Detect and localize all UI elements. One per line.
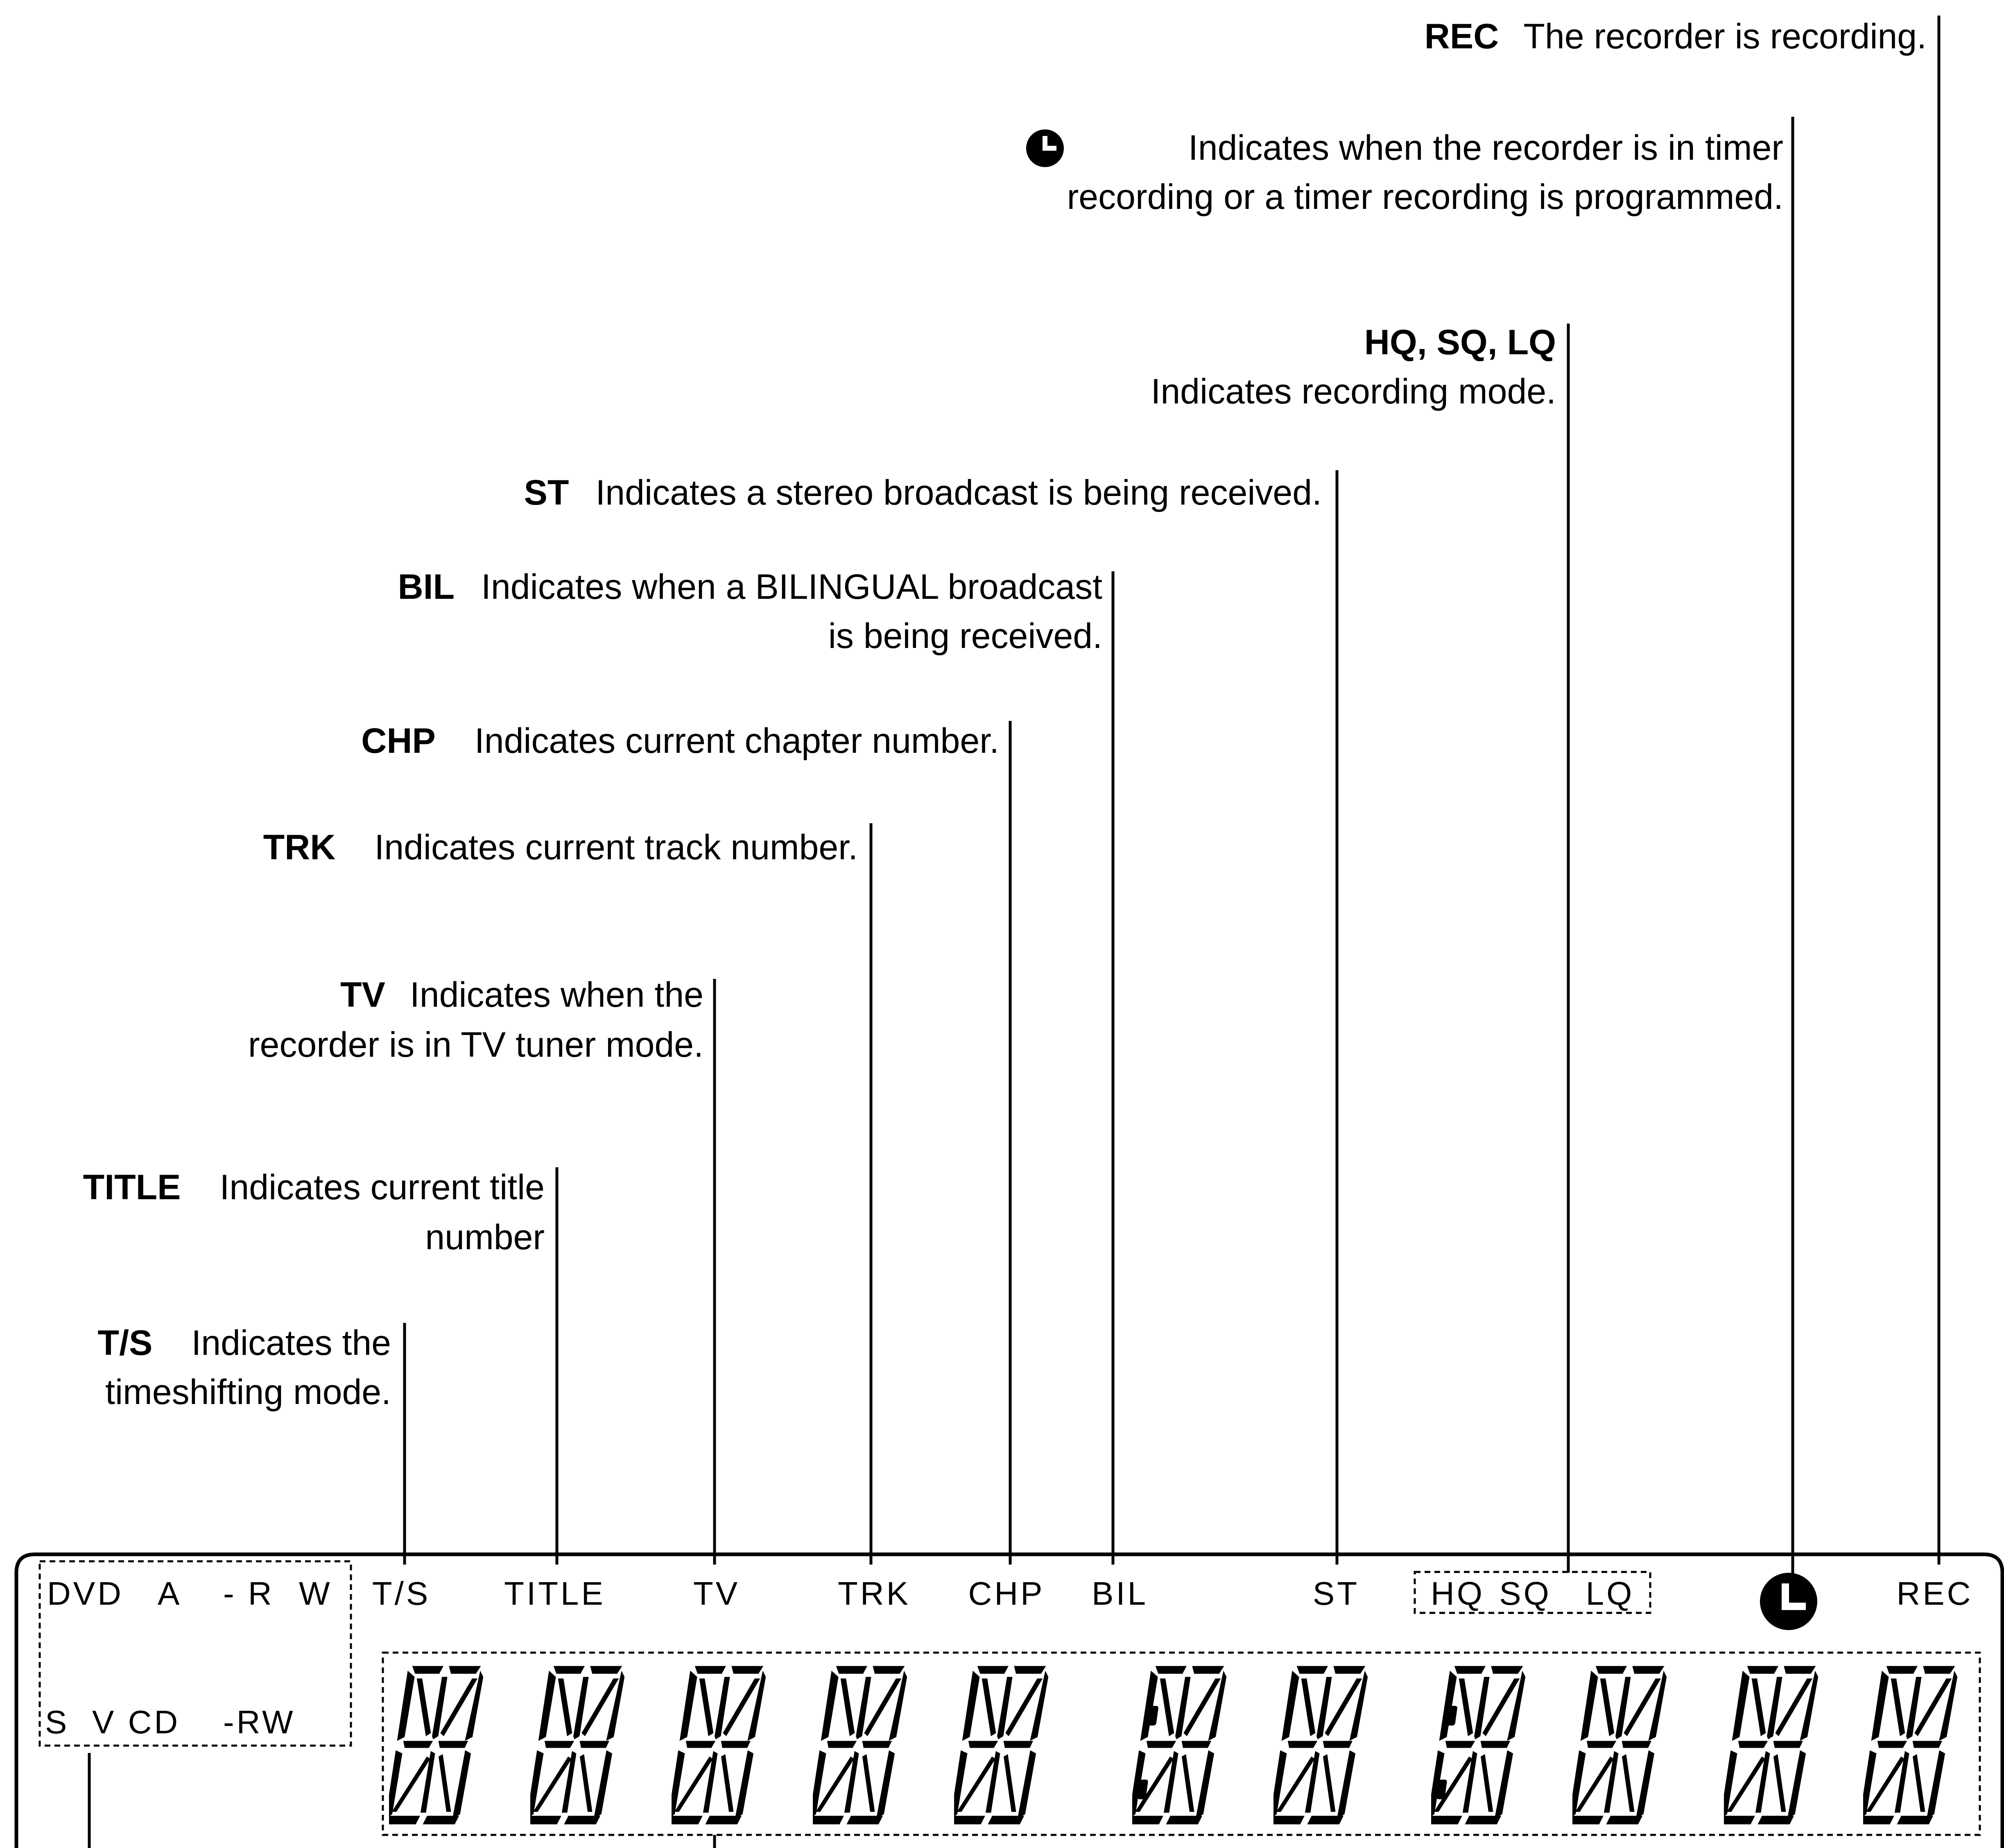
callout-tv-term: TV xyxy=(340,975,385,1015)
segment-digit xyxy=(1273,1666,1368,1825)
callout-title-line2: number xyxy=(425,1218,545,1257)
disc-label-rw: -RW xyxy=(223,1704,295,1740)
segment-digit xyxy=(389,1666,483,1825)
disc-label-r: - R xyxy=(223,1575,274,1612)
disc-label-dvd: DVD xyxy=(47,1575,124,1612)
callout-bil-line2: is being received. xyxy=(828,616,1102,656)
disc-type-labels: DVD A - R W S V CD -RW xyxy=(45,1575,332,1740)
disc-label-a: A xyxy=(158,1575,182,1612)
quality-sq: SQ xyxy=(1499,1575,1552,1612)
callout-title-line1: Indicates current title xyxy=(220,1168,545,1207)
segment-digit xyxy=(530,1666,624,1825)
indicator-rec: REC xyxy=(1897,1575,1973,1612)
segment-digit xyxy=(1863,1666,1957,1825)
segment-digit xyxy=(672,1666,766,1825)
callout-tv-line2: recorder is in TV tuner mode. xyxy=(248,1025,703,1064)
callout-chp: CHP Indicates current chapter number. xyxy=(361,721,999,761)
callout-title: TITLE Indicates current title xyxy=(83,1168,545,1207)
callout-trk-line1: Indicates current track number. xyxy=(374,828,858,867)
callout-st: ST Indicates a stereo broadcast is being … xyxy=(524,473,1322,512)
segment-digit xyxy=(1431,1666,1525,1825)
colon-dot xyxy=(1447,1706,1457,1726)
callout-trk: TRK Indicates current track number. xyxy=(263,828,858,867)
callout-chp-term: CHP xyxy=(361,721,436,761)
colon-dot xyxy=(1148,1706,1158,1726)
segment-digit xyxy=(954,1666,1048,1825)
callout-ts-line2: timeshifting mode. xyxy=(105,1372,391,1412)
callout-title-term: TITLE xyxy=(83,1168,181,1207)
callout-rec: REC The recorder is recording. xyxy=(1425,17,1927,56)
disc-label-w: W xyxy=(299,1575,332,1612)
indicator-ts: T/S xyxy=(372,1575,430,1612)
callout-ts-line1: Indicates the xyxy=(191,1323,391,1363)
callout-timer-line1: Indicates when the recorder is in timer xyxy=(1188,128,1783,168)
callout-tv: TV Indicates when the xyxy=(340,975,703,1015)
quality-mode-labels: HQ SQ LQ xyxy=(1431,1575,1635,1612)
callout-hq-line1: Indicates recording mode. xyxy=(1151,372,1556,411)
callout-bil: BIL Indicates when a BILINGUAL broadcast xyxy=(398,567,1102,607)
indicator-tv: TV xyxy=(693,1575,740,1612)
front-panel-display: DVD A - R W S V CD -RW T/S TITLE TV TRK … xyxy=(14,1552,2004,1848)
segment-digit xyxy=(1132,1666,1226,1825)
segment-digit xyxy=(1724,1666,1818,1825)
clock-icon xyxy=(1026,129,1064,167)
callout-bil-term: BIL xyxy=(398,567,455,607)
callout-rec-term: REC xyxy=(1425,17,1499,56)
disc-label-s: S xyxy=(45,1704,69,1740)
callout-st-line1: Indicates a stereo broadcast is being re… xyxy=(595,473,1322,512)
callout-timer: Indicates when the recorder is in timer … xyxy=(1026,128,1783,217)
clock-icon xyxy=(1760,1573,1817,1630)
quality-lq: LQ xyxy=(1586,1575,1635,1612)
callout-ts: T/S Indicates the xyxy=(98,1323,391,1363)
callout-chp-line1: Indicates current chapter number. xyxy=(475,721,999,761)
callout-ts-term: T/S xyxy=(98,1323,153,1363)
callout-bil-line1: Indicates when a BILINGUAL broadcast xyxy=(481,567,1102,607)
colon-dot xyxy=(1436,1780,1447,1799)
callout-st-term: ST xyxy=(524,473,569,512)
quality-hq: HQ xyxy=(1431,1575,1485,1612)
disc-type-box xyxy=(38,1560,352,1747)
disc-label-vcd: V CD xyxy=(92,1704,180,1740)
indicator-bil: BIL xyxy=(1092,1575,1148,1612)
colon-dot xyxy=(1138,1780,1148,1799)
callout-trk-term: TRK xyxy=(263,828,336,867)
segment-colons xyxy=(1138,1706,1457,1799)
segment-digits xyxy=(389,1666,1957,1825)
callout-timer-line2: recording or a timer recording is progra… xyxy=(1067,177,1783,217)
indicator-labels: T/S TITLE TV TRK CHP BIL ST xyxy=(372,1575,1359,1612)
indicator-st: ST xyxy=(1313,1575,1359,1612)
indicator-title: TITLE xyxy=(504,1575,606,1612)
segment-display-box xyxy=(382,1651,1981,1836)
callout-rec-line1: The recorder is recording. xyxy=(1523,17,1927,56)
segment-digit xyxy=(1572,1666,1667,1825)
callouts: REC The recorder is recording. Indicates … xyxy=(83,17,1927,1412)
callout-hq-term: HQ, SQ, LQ xyxy=(1364,323,1556,362)
segment-digit xyxy=(813,1666,907,1825)
panel-outline xyxy=(14,1552,2004,1848)
leader-lines xyxy=(88,16,1941,1848)
indicator-trk: TRK xyxy=(838,1575,911,1612)
indicator-chp: CHP xyxy=(968,1575,1045,1612)
quality-mode-box xyxy=(1414,1571,1651,1614)
callout-tv-line1: Indicates when the xyxy=(410,975,703,1015)
